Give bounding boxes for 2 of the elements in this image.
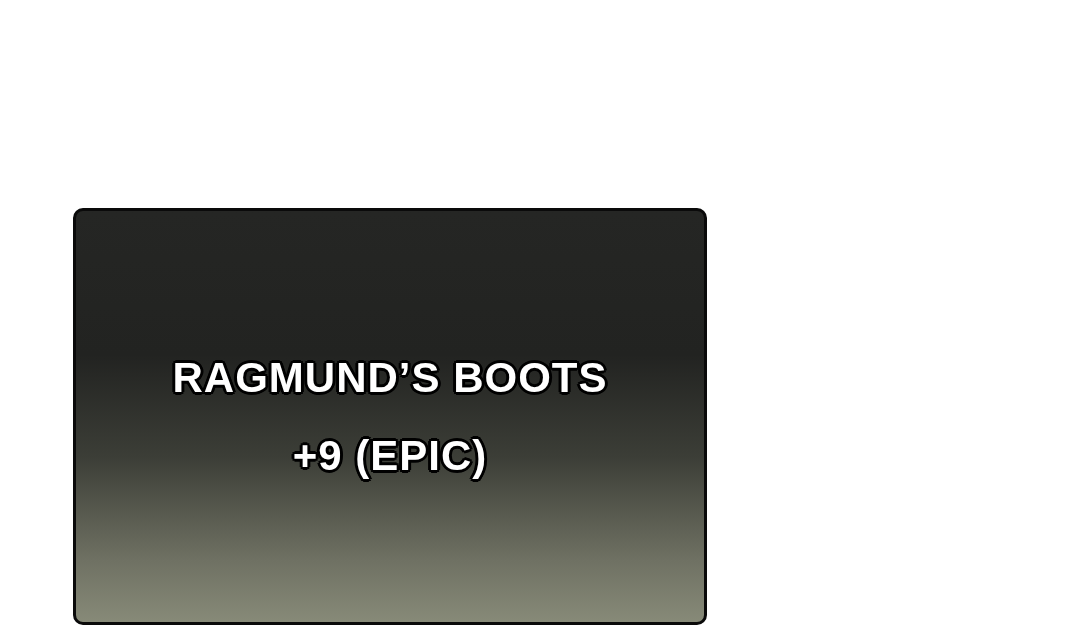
item-name: RAGMUND’S BOOTS +9 (EPIC) <box>171 352 609 481</box>
item-panel <box>73 208 707 625</box>
